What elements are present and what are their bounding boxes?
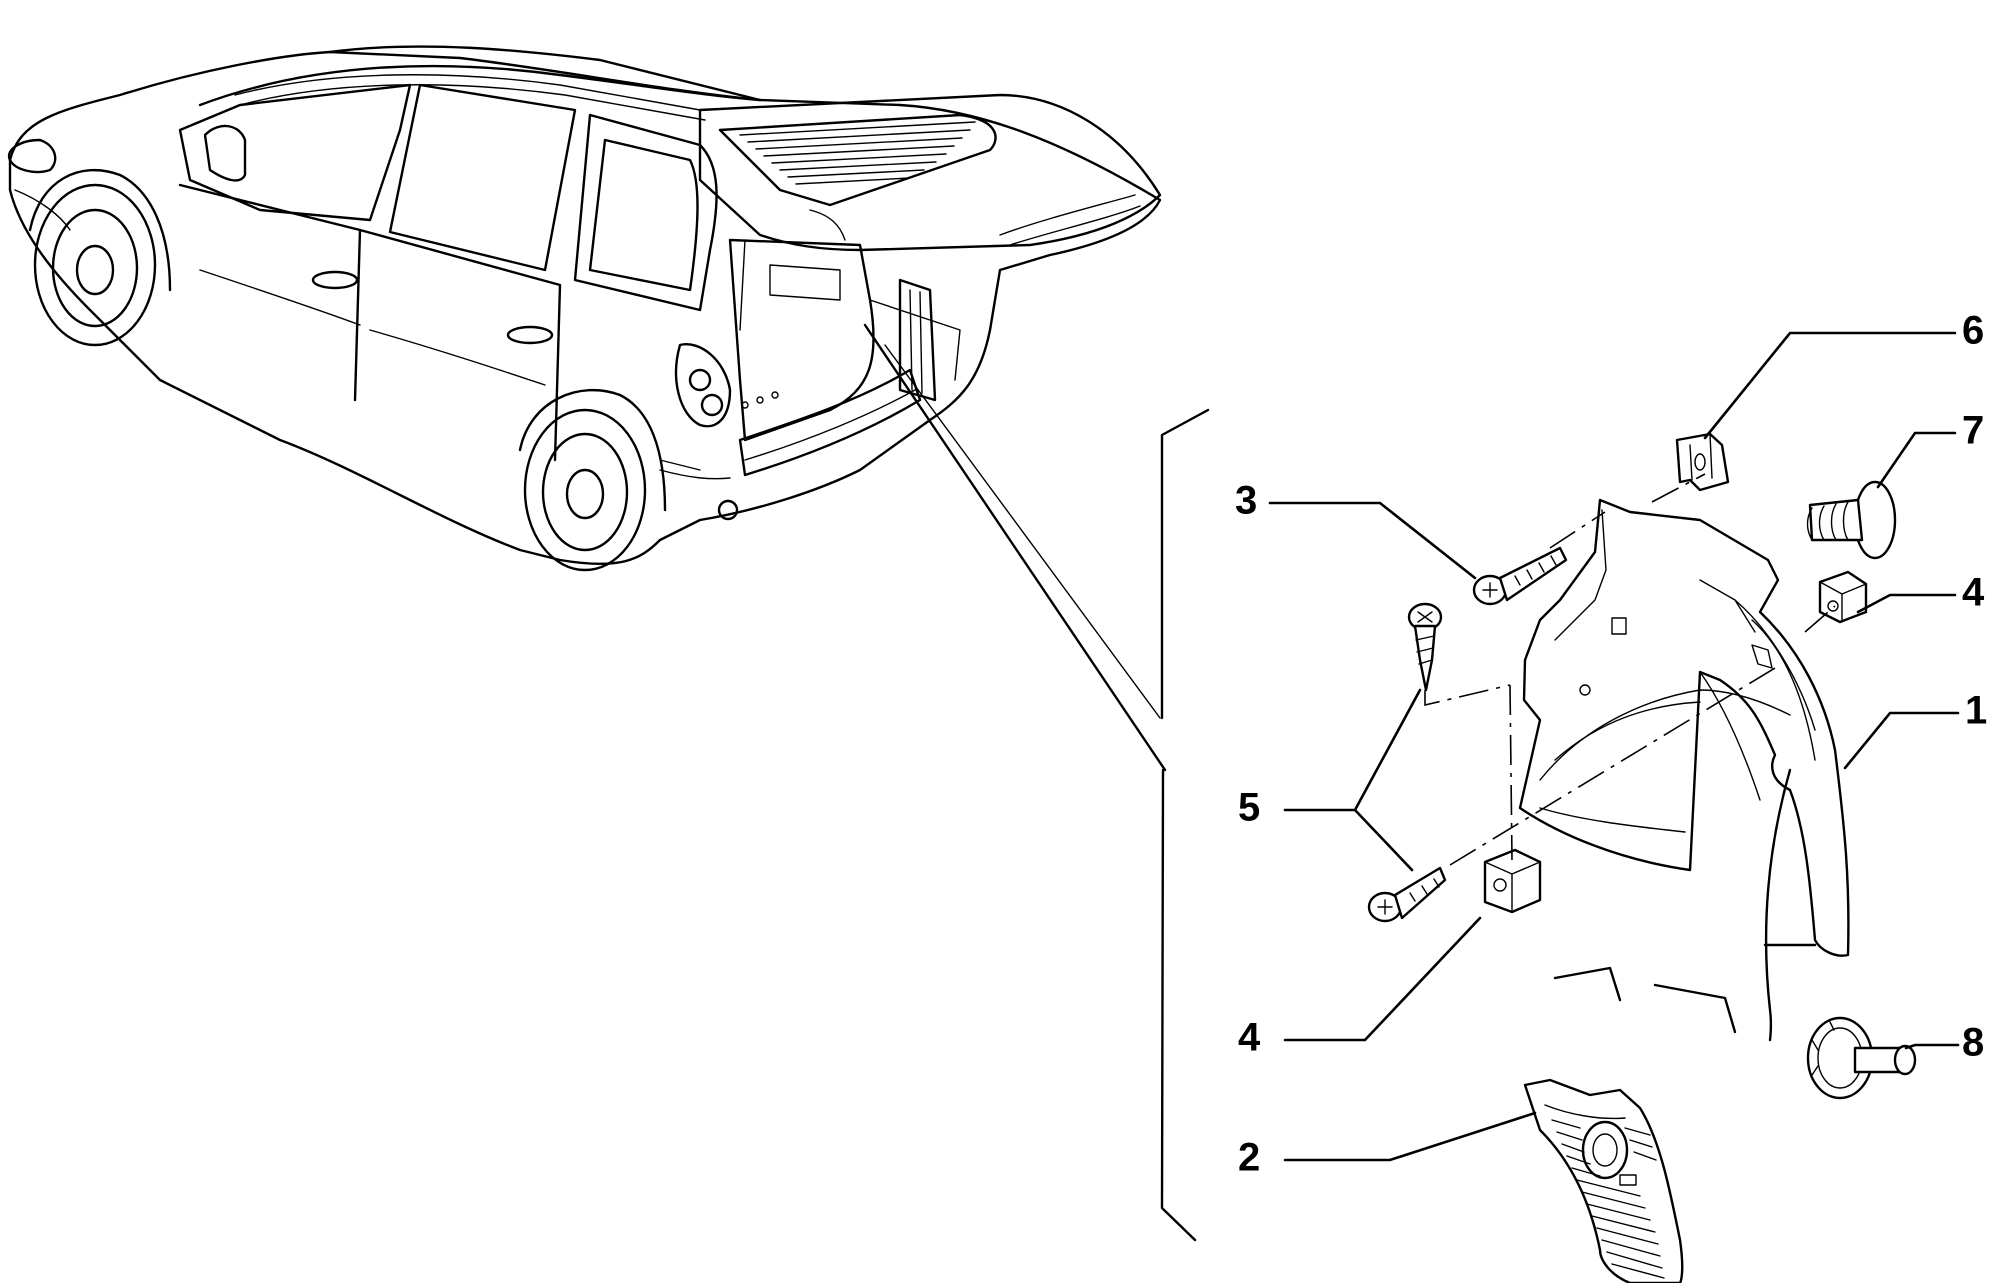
callout-label-3: 3 bbox=[1235, 479, 1257, 523]
bolt-part-3 bbox=[1472, 546, 1568, 606]
callout-label-4-upper: 4 bbox=[1962, 571, 1985, 615]
callout-labels: 1 2 3 4 4 5 6 7 8 bbox=[1235, 309, 1987, 1180]
callout-label-1: 1 bbox=[1965, 689, 1987, 733]
assembly-axis-lines bbox=[1424, 473, 1836, 866]
callout-label-7: 7 bbox=[1962, 409, 1984, 453]
callout-label-4-lower: 4 bbox=[1238, 1016, 1261, 1060]
screw-part-5-lower bbox=[1367, 866, 1447, 923]
screw-part-5-upper bbox=[1407, 602, 1443, 692]
wheel-arch-trim-panel bbox=[1518, 498, 1850, 957]
callout-label-8: 8 bbox=[1962, 1021, 1984, 1065]
leader-lines bbox=[1268, 331, 1960, 1162]
fastener-part-8 bbox=[1806, 1016, 1917, 1100]
phantom-body-lines bbox=[1553, 768, 1817, 1042]
callout-label-6: 6 bbox=[1962, 309, 1984, 353]
detail-bracket bbox=[1160, 408, 1210, 1242]
clip-part-6 bbox=[1675, 432, 1730, 492]
clip-part-4-upper bbox=[1818, 570, 1868, 624]
callout-label-5: 5 bbox=[1238, 786, 1260, 830]
car-illustration bbox=[7, 45, 1162, 572]
callout-label-2: 2 bbox=[1238, 1136, 1260, 1180]
clip-part-4-lower bbox=[1483, 848, 1542, 914]
push-pin-part-7 bbox=[1806, 480, 1897, 560]
detail-pointer-lines bbox=[863, 323, 1167, 772]
floor-grille-plate bbox=[1523, 1078, 1684, 1285]
